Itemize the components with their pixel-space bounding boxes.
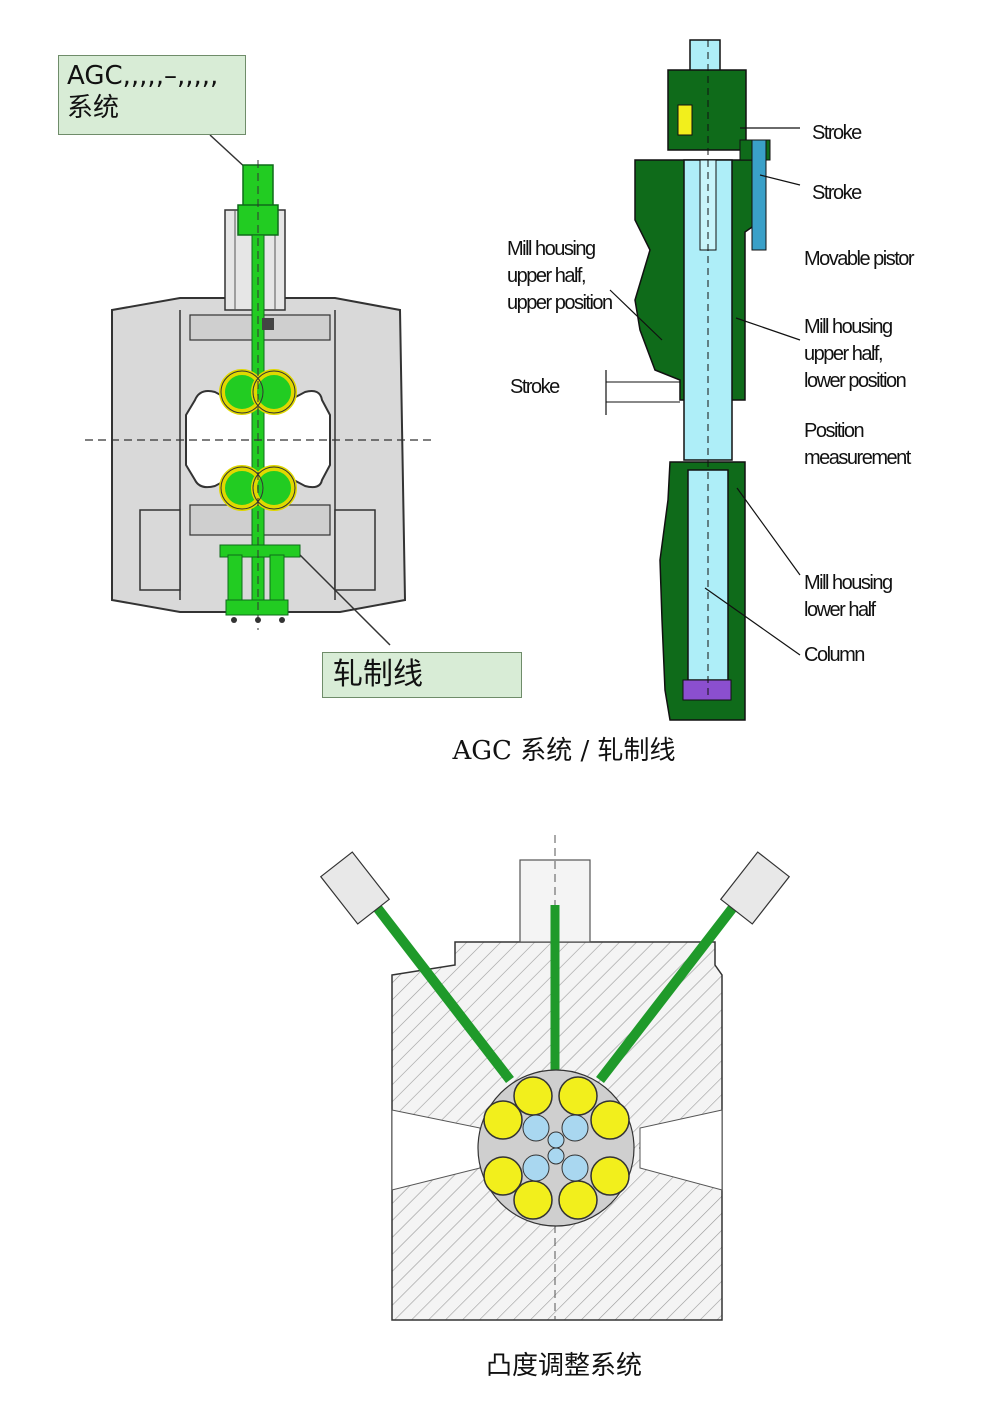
agc-system-callout: AGC,,,,,–,,,,, 系统 (58, 55, 246, 135)
figure2-caption: 凸度调整系统 (485, 1351, 642, 1381)
crown-adjustment-drawing (319, 835, 791, 1321)
label-position-measurement: Position measurement (804, 420, 911, 469)
agc-callout-line1: AGC,,,,,–,,,,, (67, 61, 219, 91)
label-movable-piston: Movable pistor (804, 248, 915, 270)
label-stroke-top: Stroke (812, 122, 862, 144)
label-housing-upper-upper: Mill housing upper half, upper position (507, 238, 613, 314)
label-column: Column (804, 644, 865, 666)
figure1-caption: AGC 系统 / 轧制线 (452, 736, 676, 766)
label-stroke-left: Stroke (510, 376, 560, 398)
agc-callout-line2: 系统 (67, 93, 120, 123)
cylinder-section-drawing (605, 39, 801, 721)
label-housing-upper-lower: Mill housing upper half, lower position (804, 316, 907, 392)
rolling-line-callout: 轧制线 (322, 652, 522, 698)
label-stroke-mid: Stroke (812, 182, 862, 204)
mill-stand-drawing (85, 134, 435, 646)
label-housing-lower: Mill housing lower half (804, 572, 893, 621)
